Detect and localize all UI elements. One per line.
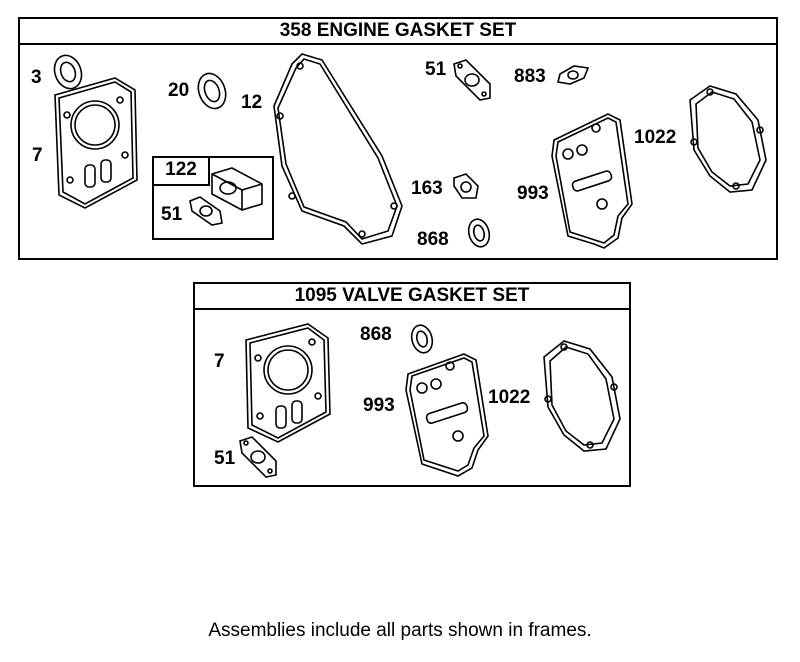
valve-set-part-label-868: 868 (360, 324, 392, 345)
carburetor-insulator-122 (211, 167, 263, 211)
part-label-20: 20 (168, 80, 190, 101)
part-label-51-sub: 51 (161, 204, 183, 225)
valve-gasket-set-title: 1095 VALVE GASKET SET (195, 284, 629, 310)
part-label-122: 122 (152, 156, 210, 186)
part-label-993: 993 (517, 183, 549, 204)
insulator-gasket-51 (189, 196, 223, 226)
cylinder-head-gasket-7 (54, 77, 138, 209)
valve-set-cylinder-head-gasket-7 (245, 323, 331, 443)
valve-gasket-set-frame: 1095 VALVE GASKET SET (193, 282, 631, 487)
valve-set-seal-868 (410, 324, 434, 354)
valve-set-valve-cover-gasket-1022 (543, 340, 621, 452)
part-label-7: 7 (32, 145, 43, 166)
valve-set-part-label-993: 993 (363, 395, 395, 416)
part-label-3: 3 (31, 67, 42, 88)
assembly-note-caption: Assemblies include all parts shown in fr… (208, 620, 592, 641)
part-label-868: 868 (417, 229, 449, 250)
valve-set-part-label-1022: 1022 (488, 387, 531, 408)
intake-gasket-51 (453, 59, 491, 101)
part-label-51: 51 (425, 59, 447, 80)
engine-gasket-set-frame: 358 ENGINE GASKET SET (18, 17, 778, 260)
breather-gasket-993 (551, 113, 633, 249)
oil-seal-20 (197, 72, 227, 110)
oil-seal-3 (53, 54, 83, 90)
valve-set-part-label-7: 7 (214, 351, 225, 372)
valve-seal-868 (467, 218, 491, 248)
part-label-163: 163 (411, 178, 443, 199)
part-label-12: 12 (241, 92, 263, 113)
valve-set-intake-gasket-51 (239, 436, 277, 478)
part-label-883: 883 (514, 66, 546, 87)
crankcase-gasket-12 (273, 53, 403, 245)
exhaust-gasket-883 (557, 65, 590, 85)
valve-cover-gasket-1022 (689, 85, 767, 193)
valve-set-part-label-51: 51 (214, 448, 236, 469)
carburetor-insulator-subframe (152, 156, 274, 240)
engine-gasket-set-title: 358 ENGINE GASKET SET (20, 19, 776, 45)
gasket-163 (453, 173, 479, 199)
valve-set-breather-gasket-993 (405, 353, 489, 477)
part-label-1022: 1022 (634, 127, 677, 148)
